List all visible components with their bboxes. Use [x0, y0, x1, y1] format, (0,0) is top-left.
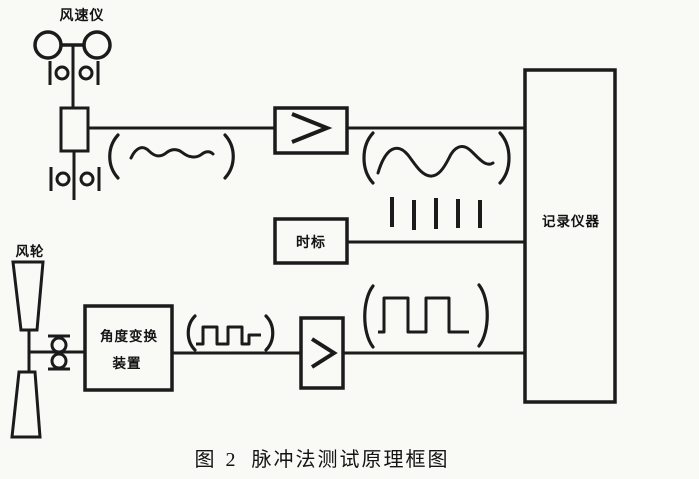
caption-title: 脉冲法测试原理框图 — [251, 449, 450, 471]
caption-figure-word: 图 — [194, 449, 215, 471]
amplifier-bottom — [299, 316, 345, 390]
recorder-box — [523, 68, 617, 404]
rotor-blade-top — [11, 260, 45, 332]
anemometer-label: 风速仪 — [60, 7, 105, 24]
time-marker-label: 时标 — [296, 234, 326, 251]
amplifier-gain-icon-top — [291, 112, 333, 144]
time-tick-marks-icon — [390, 197, 482, 230]
amplifier-top — [273, 106, 349, 155]
anemometer-symbol — [33, 30, 112, 200]
analog-signal-large-icon — [362, 131, 511, 185]
pulse-signal-large-icon — [363, 283, 489, 349]
pulse-signal-small-icon — [186, 314, 275, 352]
anemometer-transducer-box — [59, 106, 90, 153]
bearing-icon-lower — [49, 167, 101, 191]
rotor-label: 风轮 — [16, 243, 45, 259]
anemometer-cup-right — [82, 30, 112, 60]
rotor-blade-bottom — [10, 370, 42, 439]
caption-figure-number: 2 — [225, 449, 236, 471]
amplifier-gain-icon-bottom — [310, 337, 338, 369]
wind-rotor-symbol — [10, 260, 85, 439]
amplifier-top-box — [273, 106, 349, 155]
angle-converter-box — [83, 304, 174, 392]
angle-converter-label-line1: 角度变换 — [100, 328, 158, 344]
recorder-label: 记录仪器 — [542, 214, 600, 229]
shaft-coupling-icon — [48, 334, 70, 371]
anemometer-cup-left — [33, 30, 63, 60]
analog-signal-small-icon — [108, 133, 235, 180]
bearing-icon-upper — [48, 61, 100, 85]
angle-converter-label-line2: 装置 — [112, 355, 142, 371]
